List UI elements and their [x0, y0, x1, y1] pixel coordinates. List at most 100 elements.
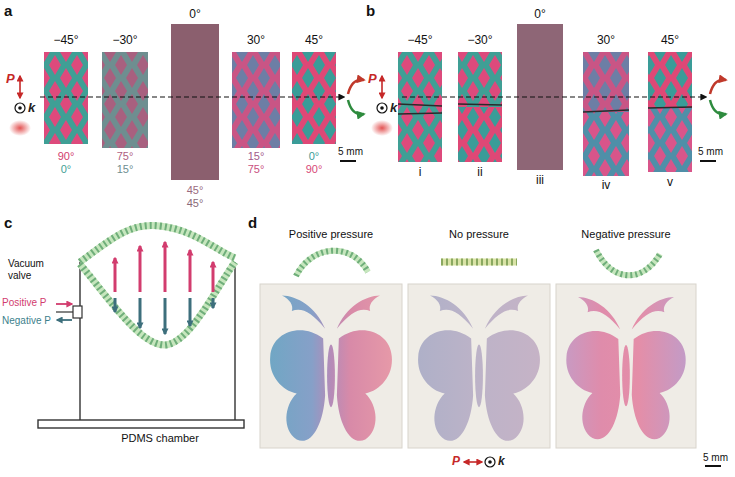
figure-part — [556, 284, 696, 448]
figure-part — [583, 112, 629, 176]
panel-letter: a — [4, 2, 12, 19]
figure-part — [102, 52, 148, 148]
wavevector-label: k — [28, 101, 35, 116]
chamber-label: PDMS chamber — [121, 432, 199, 445]
scale-label: 5 mm — [698, 146, 723, 158]
pressure-label: Negative P — [2, 315, 51, 327]
scale-bar — [700, 160, 716, 162]
pressure-label: Positive P — [2, 297, 46, 309]
scale-label: 5 mm — [703, 452, 728, 464]
figure-part — [348, 80, 364, 94]
figure-part — [80, 225, 235, 262]
angle-label: 30° — [247, 34, 265, 48]
angle-label: 45° — [305, 34, 323, 48]
figure-part — [114, 298, 117, 312]
figure-part — [260, 284, 402, 448]
figure-part — [115, 298, 213, 334]
figure-part — [189, 298, 192, 326]
figure-part — [9, 120, 31, 136]
figure-part — [488, 460, 492, 464]
figure-part — [73, 306, 82, 318]
figure-part — [139, 246, 142, 292]
polarization-label: P — [368, 72, 377, 87]
butterfly-photos — [260, 284, 696, 448]
roman-numeral: ii — [477, 166, 482, 180]
figure-part — [596, 250, 660, 275]
orientation-label: 15° — [117, 163, 134, 176]
figure-part — [139, 298, 142, 328]
figure-part — [648, 107, 692, 108]
figure-part — [441, 259, 517, 266]
figure-part — [38, 420, 244, 428]
figure-part — [710, 80, 726, 94]
scale-bar — [705, 465, 721, 467]
panel-letter: b — [366, 2, 375, 19]
figure-part — [232, 52, 280, 148]
figure-part — [418, 295, 540, 440]
figure-part — [114, 258, 117, 292]
figure-part — [80, 262, 235, 345]
figure-part — [485, 457, 495, 467]
angle-label: 45° — [661, 34, 679, 48]
wavevector-label: k — [390, 101, 397, 116]
orientation-label: 45° — [187, 197, 204, 210]
figure-part — [458, 52, 502, 107]
figure-part — [398, 52, 442, 162]
figure-part — [464, 461, 482, 463]
valve-label: Vacuum valve — [8, 258, 54, 281]
figure-part — [398, 113, 442, 114]
figure-part — [348, 100, 364, 114]
figure-part — [212, 262, 215, 292]
figure-part — [56, 303, 72, 305]
orientation-label: 90° — [306, 163, 323, 176]
figure-part — [18, 106, 22, 110]
figure-part — [402, 96, 706, 97]
angle-label: −30° — [467, 34, 492, 48]
scale-bar — [340, 160, 356, 162]
figure-part — [164, 298, 167, 334]
roman-numeral: iv — [602, 179, 611, 193]
panel-letter: c — [4, 214, 12, 231]
figure-part — [171, 24, 219, 180]
figure-part — [292, 52, 336, 144]
figure-part — [566, 297, 685, 439]
membrane-icons — [296, 250, 660, 276]
angle-label: 0° — [189, 8, 200, 22]
polarization-label: P — [452, 455, 460, 469]
figure-part — [710, 100, 726, 114]
figure-part — [80, 262, 235, 345]
sample-strips-b — [398, 24, 692, 176]
scale-label: 5 mm — [338, 146, 363, 158]
figure-part — [15, 103, 25, 113]
polarization-label: P — [6, 72, 15, 87]
figure-part — [296, 251, 368, 276]
figure-part — [458, 107, 502, 162]
orientation-label: 45° — [187, 184, 204, 197]
figure-part — [583, 110, 629, 112]
orientation-label: 0° — [309, 150, 320, 163]
figure-part — [80, 225, 235, 262]
figure-part — [458, 104, 502, 105]
state-label: No pressure — [449, 228, 509, 241]
figure-part — [441, 259, 517, 266]
figure-part — [381, 76, 383, 98]
membrane — [80, 225, 235, 345]
figure-part — [648, 108, 692, 172]
figure-part — [398, 104, 442, 106]
state-label: Positive pressure — [289, 228, 373, 241]
wavevector-label: k — [498, 455, 505, 469]
figure-part — [377, 103, 387, 113]
beam-axis-a — [40, 80, 364, 114]
orientation-label: 75° — [248, 163, 265, 176]
angle-label: −30° — [112, 34, 137, 48]
figure-part — [371, 120, 393, 136]
figure-part — [44, 52, 88, 144]
figure-part — [164, 242, 167, 292]
sample-strips-a — [44, 24, 336, 180]
roman-numeral: iii — [536, 174, 544, 188]
figure-part — [80, 262, 235, 420]
figure-part — [212, 298, 215, 308]
angle-label: 0° — [534, 8, 545, 22]
orientation-label: 15° — [248, 150, 265, 163]
